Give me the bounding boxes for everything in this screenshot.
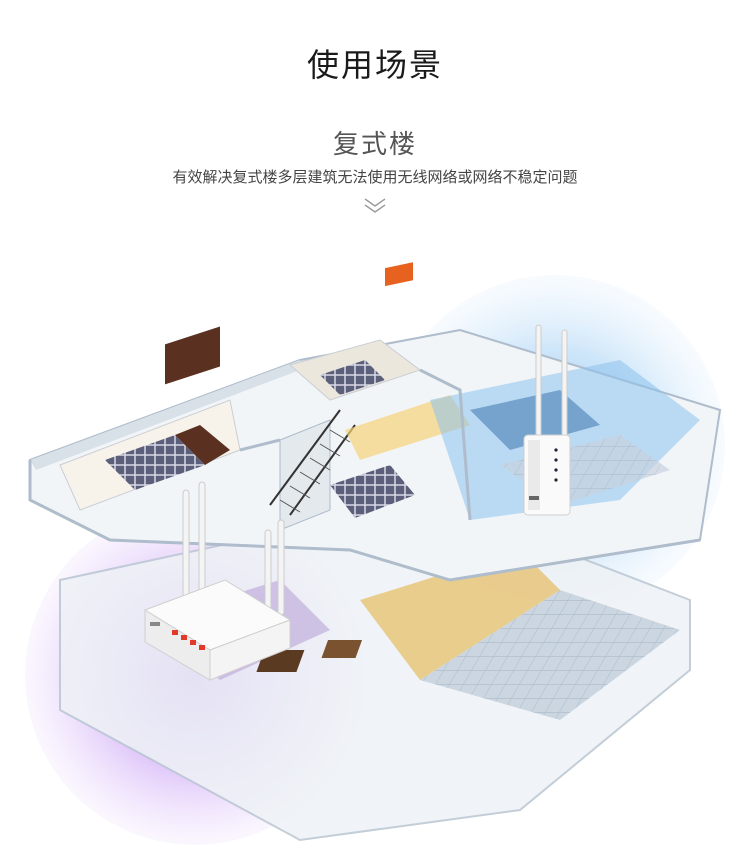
scenario-subtitle: 复式楼 bbox=[332, 130, 417, 160]
left-bed bbox=[105, 435, 205, 490]
staircase bbox=[269, 409, 356, 531]
scenario-description: 有效解决复式楼多层建筑无法使用无线网络或网络不稳定问题 bbox=[172, 168, 578, 186]
duplex-house-illustration bbox=[25, 262, 725, 845]
double-chevron-down-icon bbox=[364, 198, 386, 213]
wifi-router bbox=[143, 481, 292, 681]
wifi-range-extender bbox=[523, 324, 571, 516]
page-title: 使用场景 bbox=[306, 46, 443, 84]
